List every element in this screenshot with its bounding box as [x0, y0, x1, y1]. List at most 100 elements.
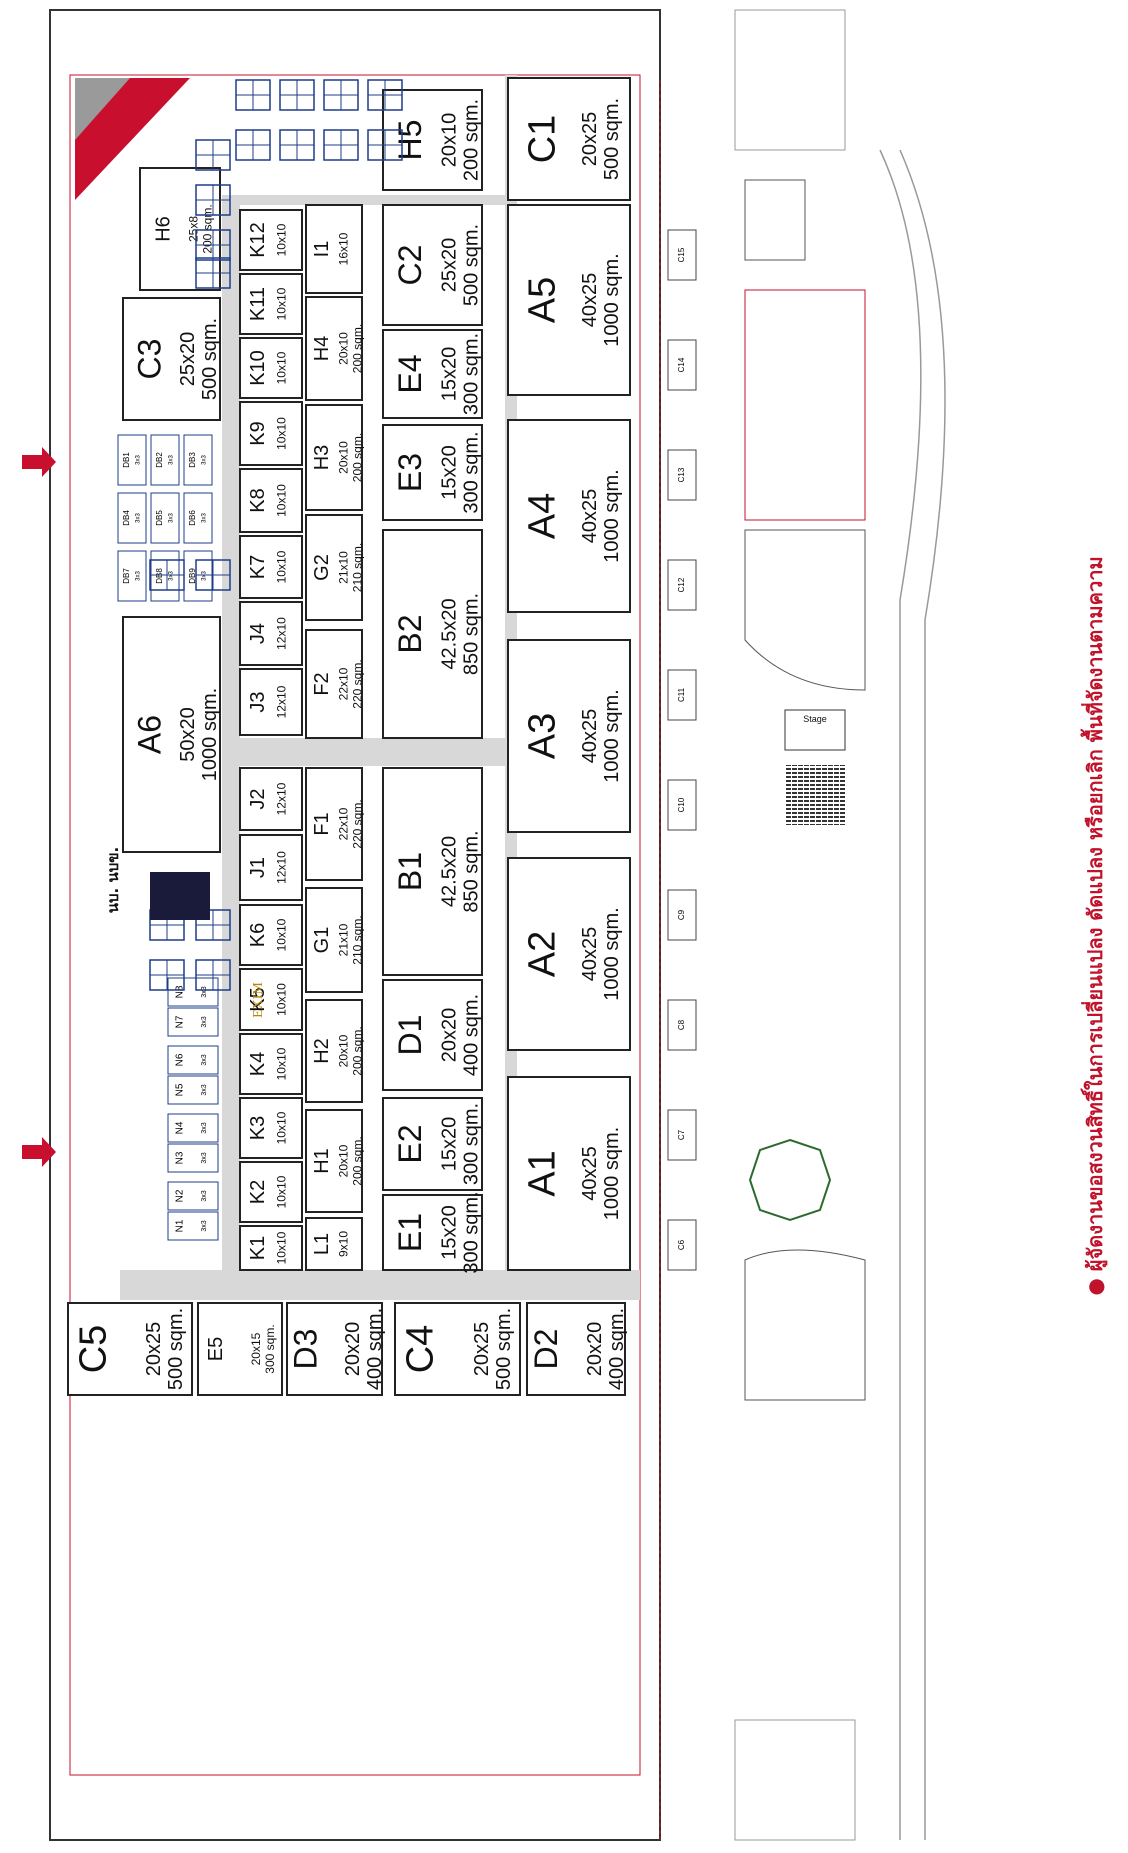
booth-size: 3x3 [136, 513, 142, 523]
booth-name: D3 [287, 1329, 323, 1370]
counter-c14[interactable]: C14 [667, 339, 697, 391]
booth-size: 42.5x20 [439, 598, 461, 669]
counter-c9[interactable]: C9 [667, 889, 697, 941]
booth-size: 10x10 [274, 1231, 288, 1264]
counter-c13[interactable]: C13 [667, 449, 697, 501]
counter-label: C15 [677, 247, 686, 262]
counter-c10[interactable]: C10 [667, 779, 697, 831]
booth-size: 3x3 [201, 1152, 208, 1163]
booth-name: J2 [247, 788, 269, 809]
booth-size: 3x3 [202, 455, 208, 465]
counter-c7[interactable]: C7 [667, 1109, 697, 1161]
nbs-booth-block [150, 872, 210, 920]
booth-area: 300 sqm. [461, 333, 483, 415]
counter-label: C8 [677, 1019, 686, 1030]
counter-c15[interactable]: C15 [667, 229, 697, 281]
corridor-vertical-1 [222, 195, 240, 1275]
booth-size: 42.5x20 [439, 836, 461, 907]
booth-name: K9 [247, 421, 269, 445]
counter-c11[interactable]: C11 [667, 669, 697, 721]
booth-size: 3x3 [136, 455, 142, 465]
booth-name: H2 [311, 1038, 333, 1064]
counter-c8[interactable]: C8 [667, 999, 697, 1051]
garden-feature [748, 1138, 832, 1222]
counter-c12[interactable]: C12 [667, 559, 697, 611]
booth-name: K7 [247, 555, 269, 579]
counter-c6[interactable]: C6 [667, 1219, 697, 1271]
booth-db1[interactable]: DB1 3x3 [117, 434, 147, 486]
escalator-1 [744, 179, 806, 261]
booth-name: L1 [311, 1233, 333, 1255]
booth-area: 300 sqm. [461, 1191, 483, 1273]
booth-name: DB1 [122, 452, 131, 468]
booth-name: C3 [132, 339, 168, 380]
booth-size: 20x25 [579, 112, 601, 167]
